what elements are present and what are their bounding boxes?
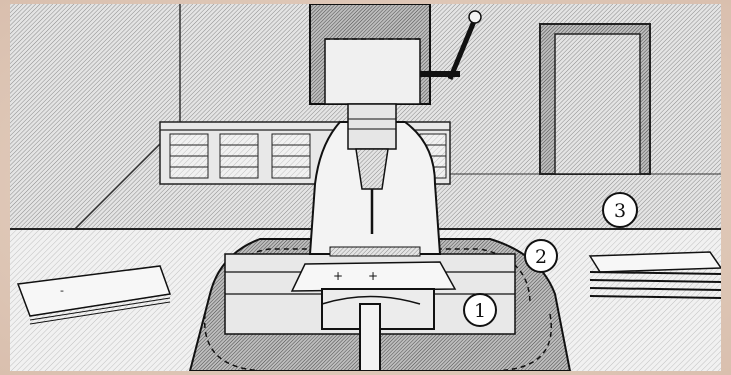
right-sheet-stack [588,251,721,299]
callout-2-number: 2 [535,246,547,268]
svg-text:+: + [333,269,343,283]
drill-column [308,4,482,255]
svg-text:-: - [60,284,64,297]
doorway [539,23,651,175]
workpiece: + + [290,246,457,292]
vise [321,288,435,371]
drill-base [188,238,572,371]
drill-press-illustration: + + - [10,4,721,371]
callout-3: 3 [602,192,638,228]
callout-1-number: 1 [474,300,486,322]
callout-3-number: 3 [614,200,626,222]
svg-text:+: + [368,269,378,283]
left-sheet-stack: - [16,265,172,325]
callout-2: 2 [524,239,558,273]
illustration-svg: + + - [10,4,721,371]
callout-1: 1 [463,293,497,327]
